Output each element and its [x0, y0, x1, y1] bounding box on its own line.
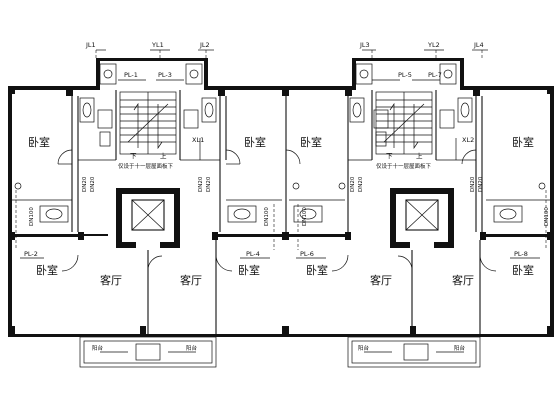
room-bedroom-8: 卧室: [512, 263, 534, 277]
dn20-label-6: DN20: [358, 176, 364, 192]
dn20-label-2: DN20: [90, 176, 96, 192]
room-bedroom-1: 卧室: [28, 135, 50, 149]
room-living-2: 客厅: [180, 273, 202, 287]
pipe-label-pl7: PL-7: [428, 71, 442, 79]
dn20-label-7: DN20: [470, 176, 476, 192]
pipe-label-xl2: XL2: [462, 136, 474, 144]
room-bedroom-5: 卧室: [36, 263, 58, 277]
structural-columns: [8, 86, 554, 336]
dn20-label-3: DN20: [198, 176, 204, 192]
room-living-1: 客厅: [100, 273, 122, 287]
pipe-label-jl3: JL3: [359, 41, 370, 49]
pipe-label-pl2: PL-2: [24, 250, 38, 258]
stair-note-left: 仅设于十一层屋面板下: [118, 162, 174, 170]
dn20-label-1: DN20: [82, 176, 88, 192]
dn100-label-4: DN100: [544, 207, 550, 226]
dn20-label-5: DN20: [350, 176, 356, 192]
dn100-label-1: DN100: [29, 207, 35, 226]
pipe-leaders: [15, 49, 547, 259]
interior-walls: [8, 90, 550, 334]
dn100-label-3: DN100: [302, 207, 308, 226]
stair-down-right: 下: [386, 152, 393, 160]
pipe-label-pl3: PL-3: [158, 71, 172, 79]
dn100-label-2: DN100: [264, 207, 270, 226]
pipe-label-pl8: PL-8: [514, 250, 528, 258]
stair-down-left: 下: [130, 152, 137, 160]
room-bedroom-7: 卧室: [306, 263, 328, 277]
balcony-label-4: 阳台: [454, 344, 466, 352]
pipe-label-pl1: PL-1: [124, 71, 138, 79]
stair-note-right: 仅设于十一层屋面板下: [376, 162, 432, 170]
exterior-walls: [8, 58, 554, 337]
door-swings: [57, 149, 497, 272]
pipe-shafts-top: [95, 50, 483, 85]
stair-left: [119, 91, 177, 155]
dn20-label-8: DN20: [478, 176, 484, 192]
balconies: [79, 336, 481, 368]
dn20-label-4: DN20: [206, 176, 212, 192]
room-living-3: 客厅: [370, 273, 392, 287]
pipe-label-yl1: YL1: [151, 41, 164, 49]
room-bedroom-4: 卧室: [512, 135, 534, 149]
room-bedroom-2: 卧室: [244, 135, 266, 149]
elevator-right: [390, 188, 454, 248]
pipe-label-yl2: YL2: [427, 41, 440, 49]
stair-up-left: 上: [160, 151, 167, 160]
pipe-label-pl5: PL-5: [398, 71, 412, 79]
pipe-label-jl4: JL4: [473, 41, 484, 49]
bath-fixtures: [14, 97, 546, 223]
pipe-label-xl1: XL1: [192, 136, 204, 144]
stair-right: [375, 91, 433, 155]
balcony-label-3: 阳台: [358, 344, 370, 352]
pipe-label-jl1: JL1: [85, 41, 96, 49]
balcony-label-2: 阳台: [186, 344, 198, 352]
room-bedroom-3: 卧室: [300, 135, 322, 149]
room-living-4: 客厅: [452, 273, 474, 287]
pipe-label-pl4: PL-4: [246, 250, 260, 258]
elevator-left: [116, 188, 180, 248]
pipe-label-pl6: PL-6: [300, 250, 314, 258]
pipe-label-jl2: JL2: [199, 41, 210, 49]
balcony-label-1: 阳台: [92, 344, 104, 352]
stair-up-right: 上: [416, 151, 423, 160]
room-bedroom-6: 卧室: [238, 263, 260, 277]
